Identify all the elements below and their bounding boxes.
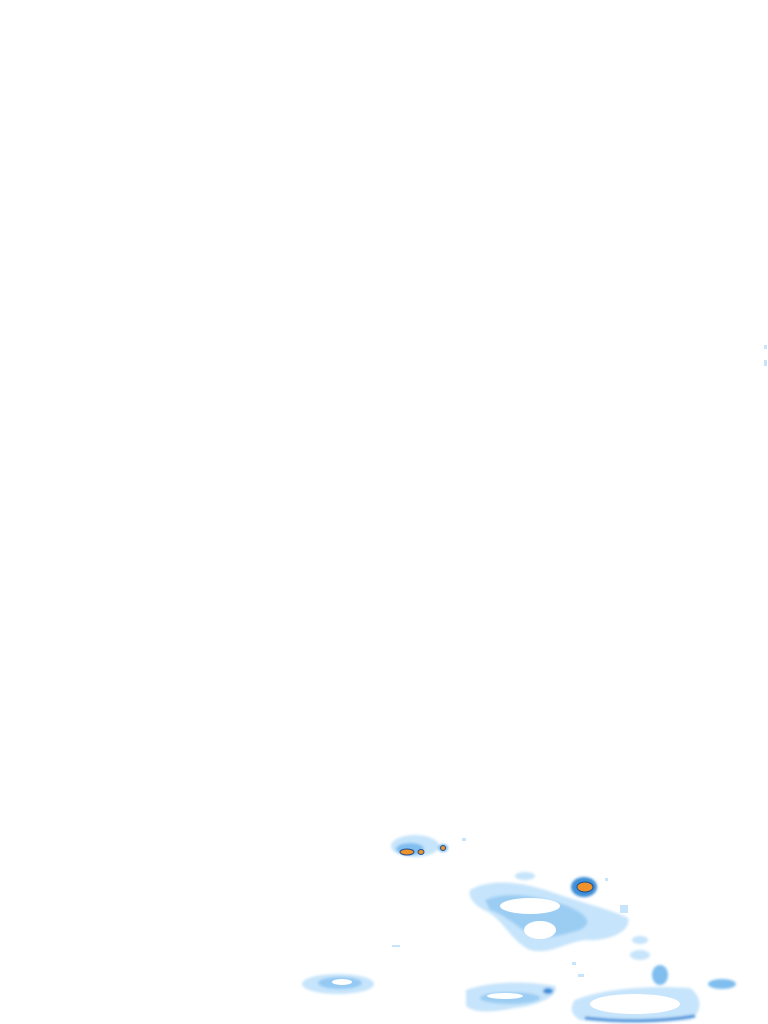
dry-gap-south — [487, 993, 523, 999]
precip-specks — [392, 838, 628, 977]
dry-gap-southwest — [332, 979, 352, 985]
precip-cell-right-edge — [764, 345, 767, 366]
heavy-core-center-north — [399, 845, 446, 856]
dry-gap-central — [500, 898, 560, 939]
dry-gap-southeast — [590, 994, 680, 1014]
heavy-core-east — [576, 881, 594, 893]
